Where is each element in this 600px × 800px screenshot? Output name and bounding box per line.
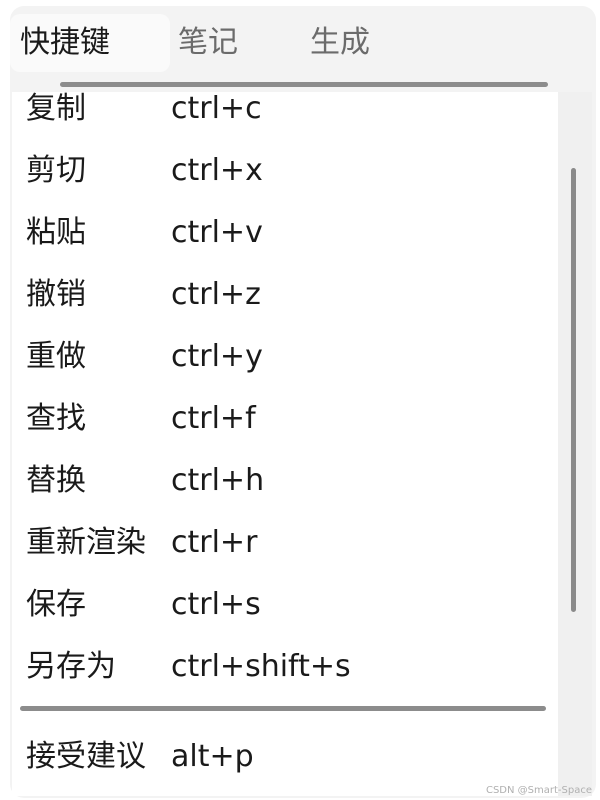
- tab-generate[interactable]: 生成: [310, 25, 370, 60]
- shortcut-name: 替换: [26, 463, 86, 498]
- shortcut-name: 另存为: [26, 649, 116, 684]
- list-item[interactable]: 重新渲染 ctrl+r: [12, 520, 552, 566]
- shortcut-name: 重新渲染: [26, 525, 146, 560]
- shortcut-key: alt+p: [171, 739, 254, 774]
- list-item[interactable]: 替换 ctrl+h: [12, 458, 552, 504]
- shortcut-key: ctrl+y: [171, 339, 263, 374]
- tab-shortcuts[interactable]: 快捷键: [10, 14, 170, 72]
- shortcut-key: ctrl+f: [171, 401, 256, 436]
- list-item[interactable]: 另存为 ctrl+shift+s: [12, 644, 552, 690]
- shortcut-name: 剪切: [26, 153, 86, 188]
- shortcut-key: ctrl+x: [171, 153, 263, 188]
- list-item[interactable]: 接受建议 alt+p: [12, 734, 552, 780]
- list-item[interactable]: 剪切 ctrl+x: [12, 148, 552, 194]
- tab-underline: [60, 82, 548, 87]
- shortcut-list[interactable]: 复制 ctrl+c 剪切 ctrl+x 粘贴 ctrl+v 撤销 ctrl+z …: [12, 91, 558, 796]
- scrollbar-thumb[interactable]: [571, 168, 576, 612]
- shortcut-key: ctrl+shift+s: [171, 649, 351, 684]
- shortcut-key: ctrl+v: [171, 215, 263, 250]
- shortcut-name: 重做: [26, 339, 86, 374]
- shortcut-name: 查找: [26, 401, 86, 436]
- list-item[interactable]: 保存 ctrl+s: [12, 582, 552, 628]
- shortcut-name: 复制: [26, 91, 86, 126]
- shortcut-key: ctrl+r: [171, 525, 258, 560]
- tab-bar: 快捷键 笔记 生成: [10, 6, 596, 80]
- shortcut-key: ctrl+s: [171, 587, 261, 622]
- shortcut-name: 保存: [26, 587, 86, 622]
- list-item[interactable]: 复制 ctrl+c: [12, 86, 552, 132]
- list-item[interactable]: 重做 ctrl+y: [12, 334, 552, 380]
- shortcut-key: ctrl+c: [171, 91, 262, 126]
- shortcut-name: 撤销: [26, 277, 86, 312]
- section-divider: [20, 706, 546, 711]
- shortcut-key: ctrl+h: [171, 463, 265, 498]
- list-item[interactable]: 撤销 ctrl+z: [12, 272, 552, 318]
- shortcut-key: ctrl+z: [171, 277, 261, 312]
- watermark: CSDN @Smart-Space: [485, 785, 592, 796]
- shortcut-name: 粘贴: [26, 215, 86, 250]
- tab-notes[interactable]: 笔记: [178, 25, 238, 60]
- shortcut-name: 接受建议: [26, 739, 146, 774]
- list-item[interactable]: 查找 ctrl+f: [12, 396, 552, 442]
- list-item[interactable]: 粘贴 ctrl+v: [12, 210, 552, 256]
